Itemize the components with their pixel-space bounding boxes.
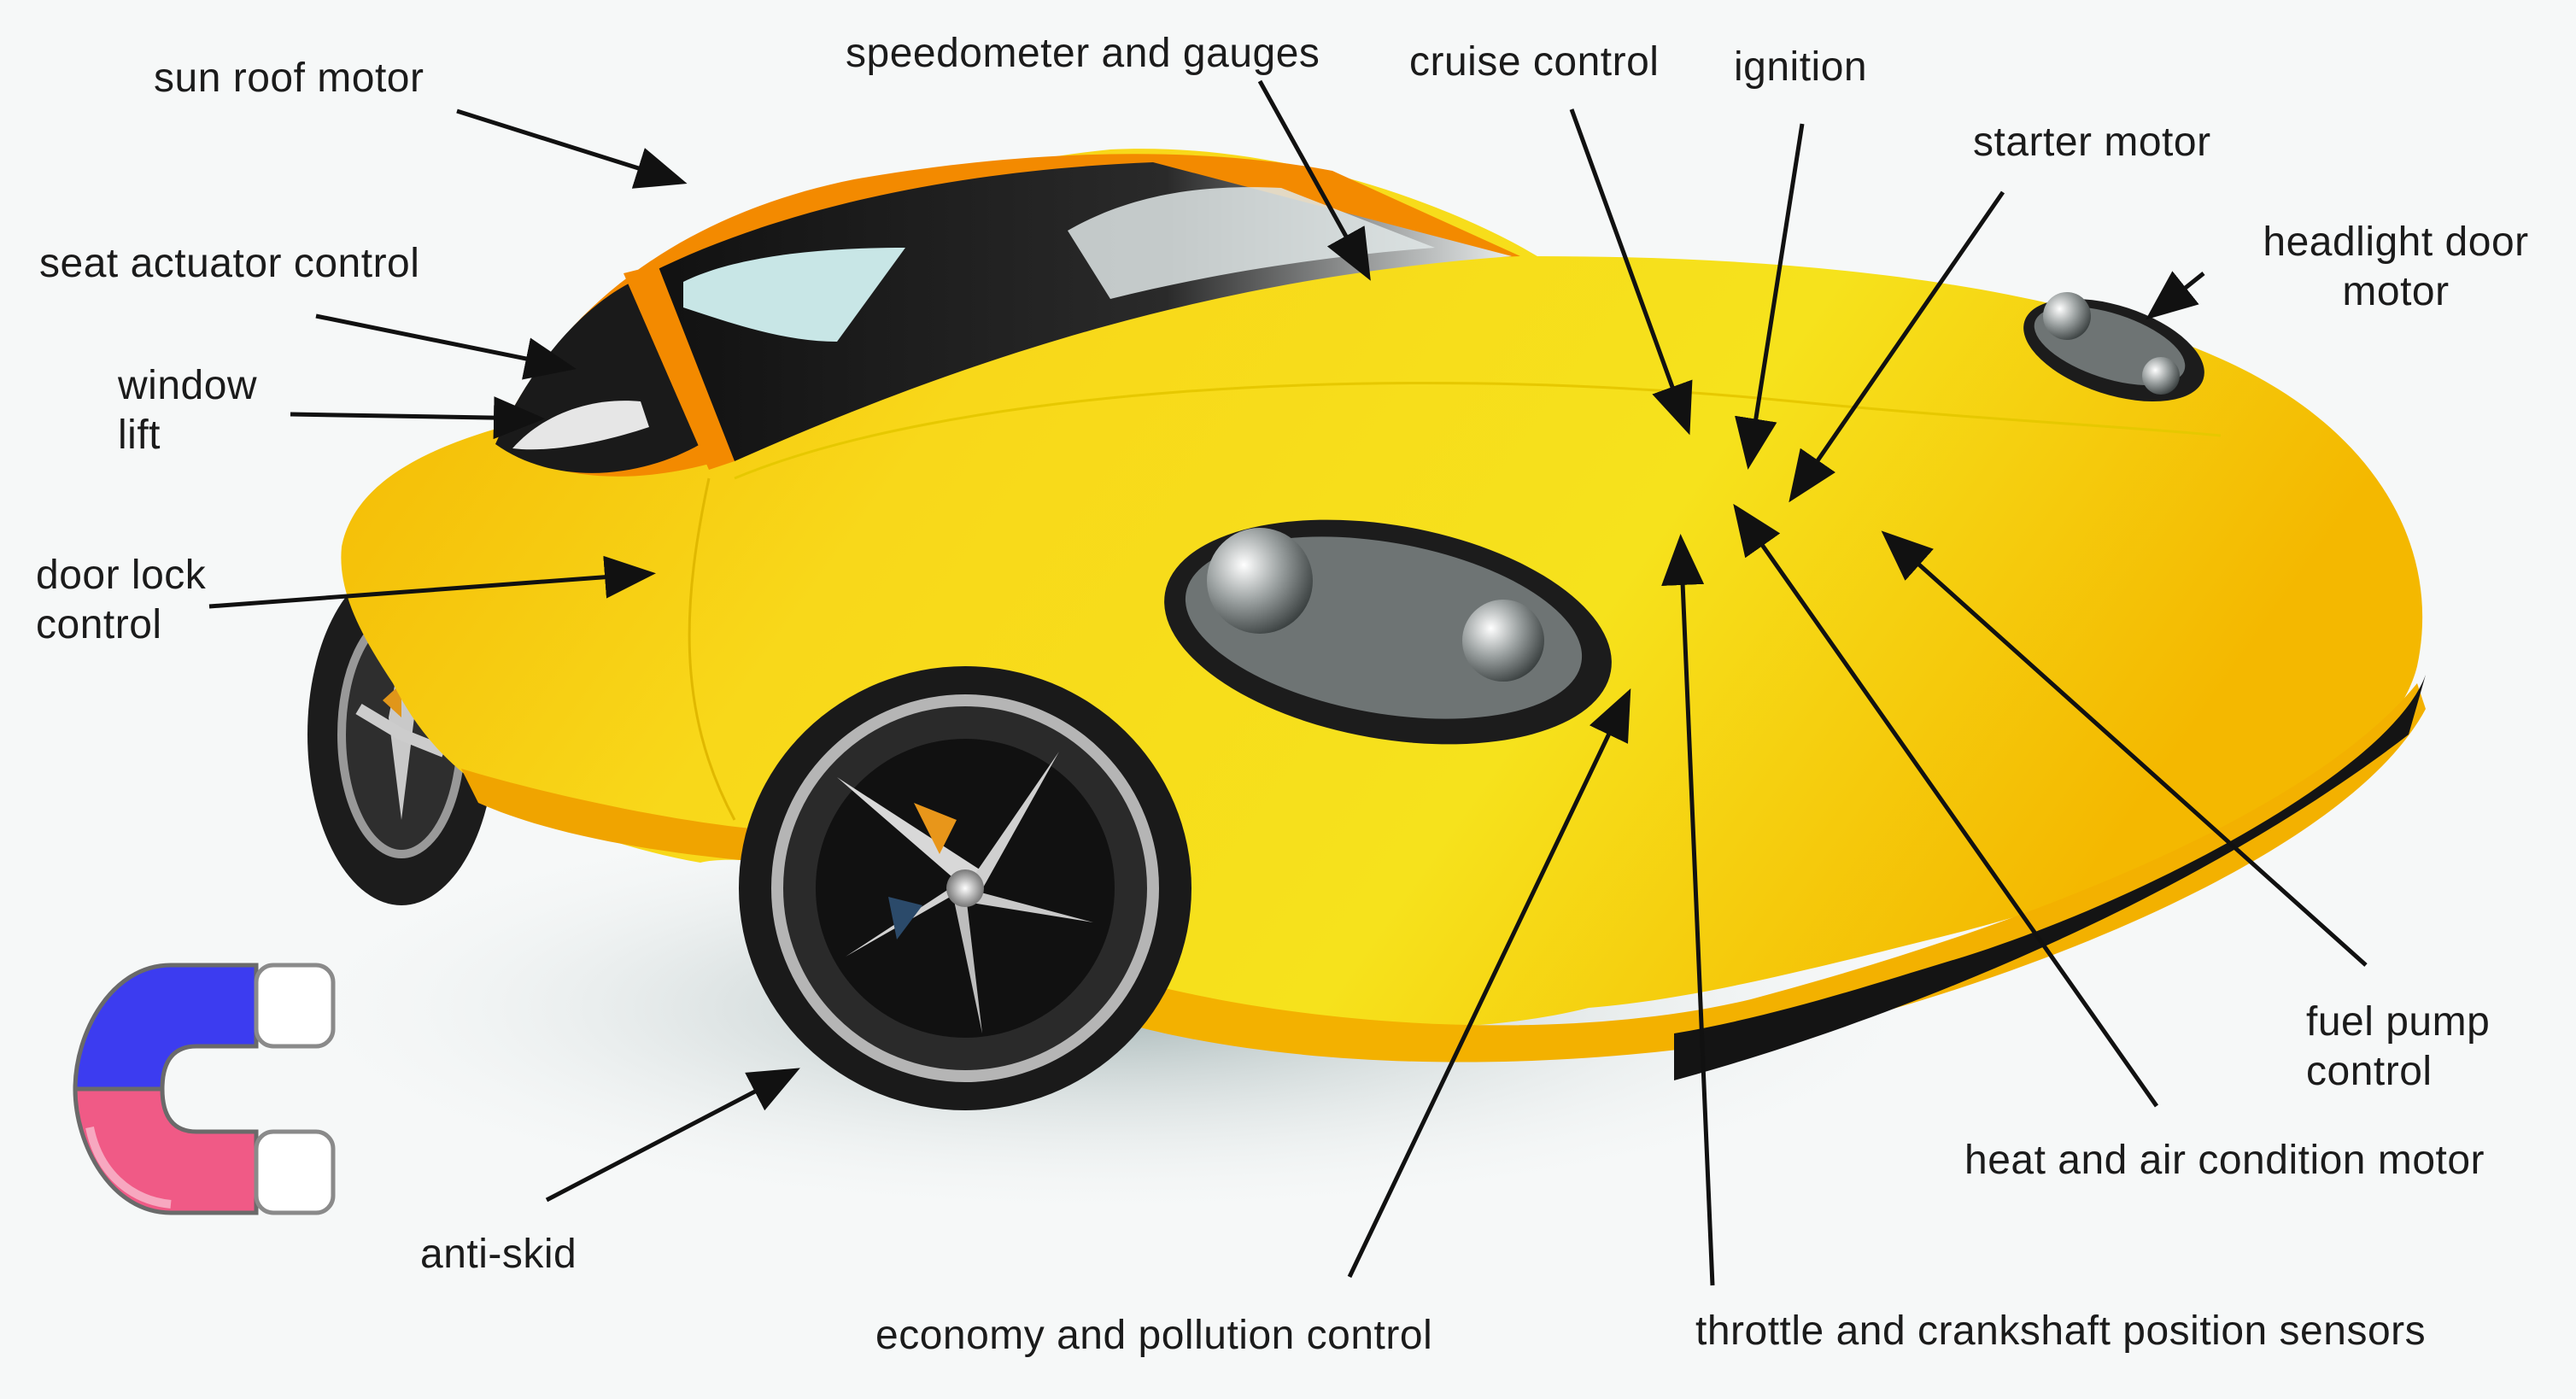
label-window-lift-line2: lift [118, 413, 161, 458]
arrow-fuel-pump [1881, 530, 2368, 967]
label-throttle-and-crankshaft-sensors: throttle and crankshaft position sensors [1695, 1308, 2427, 1354]
label-sun-roof-motor: sun roof motor [154, 56, 424, 101]
label-fuel-pump-line2: control [2306, 1049, 2433, 1094]
label-window-lift-line1: window [118, 363, 258, 408]
label-headlight-door-motor-line2: motor [2342, 269, 2450, 314]
side-skirt [461, 769, 769, 863]
label-headlight-door-motor: headlight door motor [2246, 218, 2545, 317]
arrow-door-lock [208, 555, 656, 609]
label-starter-motor: starter motor [1973, 120, 2211, 165]
arrow-throttle [1661, 534, 1715, 1286]
far-headlight [2023, 292, 2204, 402]
arrow-heat-air [1733, 503, 2159, 1108]
arrow-window-lift [290, 396, 545, 440]
arrow-seat-actuator [315, 313, 577, 380]
door-line [688, 477, 736, 821]
label-economy-and-pollution-control: economy and pollution control [875, 1313, 1433, 1358]
arrow-economy [1347, 688, 1631, 1279]
label-door-lock-line1: door lock [36, 553, 207, 598]
label-fuel-pump-control: fuel pump control [2306, 998, 2490, 1097]
front-wheel [739, 666, 1191, 1110]
label-window-lift: window lift [118, 361, 257, 460]
label-cruise-control: cruise control [1409, 39, 1660, 85]
arrow-ignition [1735, 123, 1805, 470]
magnet-icon [73, 963, 336, 1215]
main-headlight [1164, 519, 1612, 745]
label-anti-skid: anti-skid [420, 1232, 577, 1277]
windshield-reflection [1068, 187, 1435, 299]
arrow-headlight-door [2146, 271, 2205, 320]
arrow-speedometer [1257, 79, 1371, 281]
interior-window-reflection [683, 248, 905, 342]
front-bumper-black [1674, 675, 2426, 1080]
label-door-lock-control: door lock control [36, 551, 206, 650]
arrow-cruise [1569, 108, 1693, 436]
arrow-starter [1789, 190, 2005, 503]
side-mirror [512, 401, 649, 450]
label-headlight-door-motor-line1: headlight door [2263, 220, 2529, 265]
label-seat-actuator-control: seat actuator control [39, 241, 420, 286]
label-arrows [208, 79, 2368, 1286]
arrow-anti-skid [545, 1068, 800, 1203]
label-door-lock-line2: control [36, 602, 162, 647]
label-ignition: ignition [1734, 44, 1868, 90]
label-speedometer-and-gauges: speedometer and gauges [846, 31, 1320, 76]
label-heat-and-air-condition-motor: heat and air condition motor [1964, 1138, 2485, 1183]
a-pillar [624, 265, 735, 470]
label-fuel-pump-line1: fuel pump [2306, 999, 2491, 1045]
arrow-sun-roof [456, 108, 688, 189]
hood-crease [734, 382, 2222, 480]
